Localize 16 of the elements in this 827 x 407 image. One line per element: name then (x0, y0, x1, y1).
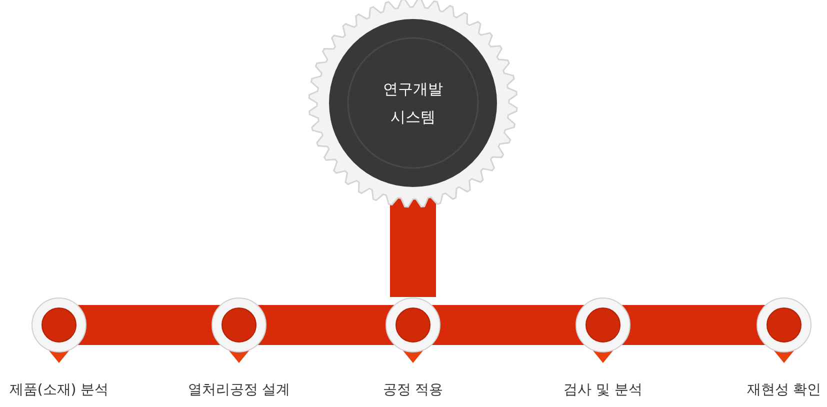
pin-marker (211, 297, 267, 363)
step-label: 제품(소재) 분석 (9, 381, 109, 399)
badge-text: 연구개발 시스템 (382, 79, 444, 128)
pin-marker (385, 297, 441, 363)
gear-badge (308, 0, 518, 208)
step-label: 검사 및 분석 (564, 381, 642, 399)
connector-bar (77, 305, 221, 345)
connector-bar (431, 305, 585, 345)
pin-marker (31, 297, 87, 363)
pin-marker (575, 297, 631, 363)
step-label: 재현성 확인 (746, 381, 822, 399)
connector-bar (257, 305, 395, 345)
step-label: 열처리공정 설계 (188, 381, 290, 399)
pin-marker (756, 297, 812, 363)
connector-bar (621, 305, 766, 345)
step-label: 공정 적용 (382, 381, 444, 399)
